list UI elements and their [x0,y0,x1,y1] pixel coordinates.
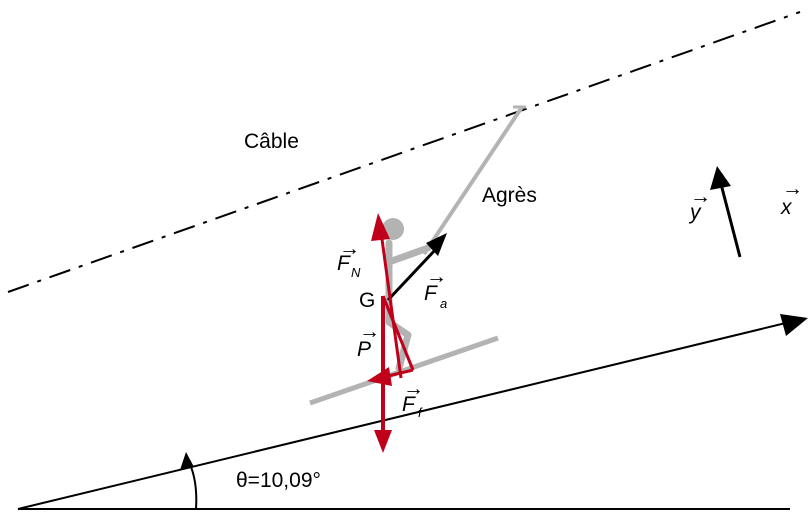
y-axis-line [719,183,742,258]
vector-fa-label: → F a [424,265,447,311]
vector-x-label: → x [780,177,803,219]
force-triangle-side [381,295,415,371]
cable-line [7,11,801,293]
vector-fn-label: → F N [337,237,361,280]
angle-label: θ=10,09° [236,469,321,492]
vector-fa-arrow: → [426,265,447,288]
cable-label: Câble [244,130,299,153]
vector-y-arrow: → [690,185,711,208]
vector-fa-letter: F [424,282,438,305]
vector-p-label: → P [357,320,380,361]
tow-bar [422,105,524,256]
ski [309,335,499,406]
angle-arc-arrowhead [180,452,194,470]
y-axis-arrowhead [710,166,731,190]
force-group [367,213,415,453]
vector-fa-subscript: a [440,296,447,311]
force-fn-line [379,231,403,379]
vector-fn-subscript: N [351,265,361,280]
vector-y-letter: y [688,201,702,224]
force-fa-arrowhead [426,233,447,256]
agres-label: Agrès [482,184,537,207]
force-fn-arrowhead [371,213,390,241]
vector-y-label: → y [688,185,711,224]
vector-ff-label: → F f [402,377,424,420]
vector-fn-arrow: → [339,237,360,260]
force-ff-arrowhead [367,367,392,386]
center-of-gravity-label: G [359,289,375,312]
vector-ff-letter: F [402,393,416,416]
force-p-arrowhead [374,430,392,453]
vector-p-arrow: → [359,320,380,343]
force-fa-line [386,247,438,302]
vector-p-letter: P [357,338,371,361]
x-axis-arrowhead [780,314,808,336]
vector-ff-subscript: f [418,405,423,420]
vector-x-letter: x [780,196,793,219]
vector-ff-arrow: → [403,377,424,400]
vector-x-arrow: → [782,177,803,200]
vector-fn-letter: F [337,252,351,275]
slope-line [17,321,791,510]
